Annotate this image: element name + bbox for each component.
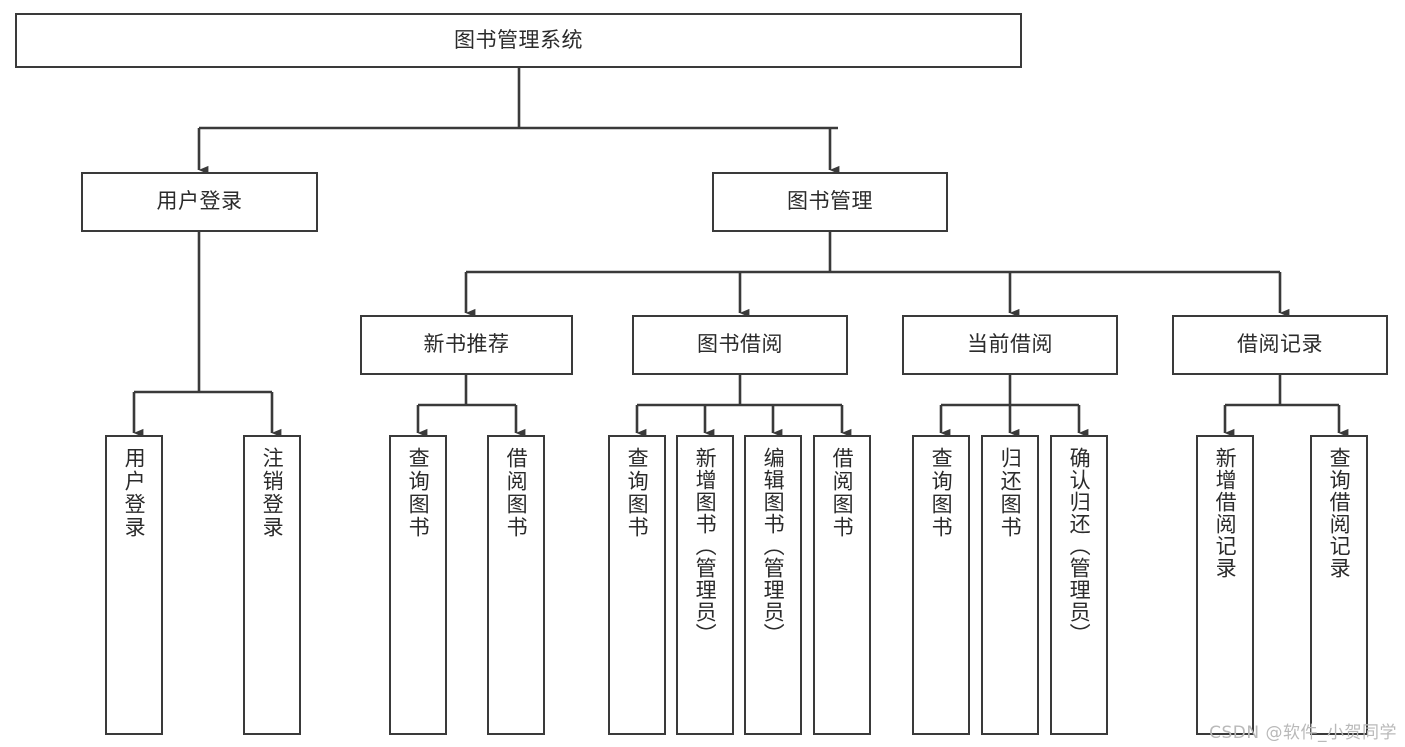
leaf-logout-login[interactable]: 注销登录 xyxy=(243,435,301,735)
node-label: 图书管理 xyxy=(787,189,873,214)
node-label: 借阅记录 xyxy=(1237,332,1323,357)
node-label: 注销登录 xyxy=(260,447,285,539)
node-label: 借阅图书 xyxy=(830,447,855,539)
node-current-borrow[interactable]: 当前借阅 xyxy=(902,315,1118,375)
node-label: 查询图书 xyxy=(625,447,650,539)
node-label: 查询图书 xyxy=(929,447,954,539)
leaf-add-record[interactable]: 新增借阅记录 xyxy=(1196,435,1254,735)
leaf-query-book-2[interactable]: 查询图书 xyxy=(608,435,666,735)
leaf-confirm-return[interactable]: 确认归还（管理员） xyxy=(1050,435,1108,735)
node-label: 用户登录 xyxy=(156,189,243,214)
node-label: 新书推荐 xyxy=(423,332,510,357)
leaf-query-book-1[interactable]: 查询图书 xyxy=(389,435,447,735)
node-book-management[interactable]: 图书管理 xyxy=(712,172,948,232)
node-label: 图书借阅 xyxy=(697,332,783,357)
node-label: 查询图书 xyxy=(406,447,431,539)
node-user-login[interactable]: 用户登录 xyxy=(81,172,318,232)
node-label: 用户登录 xyxy=(122,447,147,539)
node-label: 新增借阅记录 xyxy=(1213,447,1238,579)
node-label: 当前借阅 xyxy=(967,332,1053,357)
leaf-borrow-book-2[interactable]: 借阅图书 xyxy=(813,435,871,735)
node-root-system[interactable]: 图书管理系统 xyxy=(15,13,1022,68)
node-label: 查询借阅记录 xyxy=(1327,447,1352,579)
node-label: 借阅图书 xyxy=(504,447,529,539)
leaf-borrow-book-1[interactable]: 借阅图书 xyxy=(487,435,545,735)
node-label: 确认归还（管理员） xyxy=(1067,447,1092,645)
leaf-query-record[interactable]: 查询借阅记录 xyxy=(1310,435,1368,735)
node-label: 新增图书（管理员） xyxy=(693,447,718,645)
node-borrow-record[interactable]: 借阅记录 xyxy=(1172,315,1388,375)
node-label: 归还图书 xyxy=(998,447,1023,539)
node-new-book-recommend[interactable]: 新书推荐 xyxy=(360,315,573,375)
leaf-return-book[interactable]: 归还图书 xyxy=(981,435,1039,735)
node-book-borrow[interactable]: 图书借阅 xyxy=(632,315,848,375)
leaf-user-login[interactable]: 用户登录 xyxy=(105,435,163,735)
leaf-edit-book[interactable]: 编辑图书（管理员） xyxy=(744,435,802,735)
node-label: 编辑图书（管理员） xyxy=(761,447,786,645)
leaf-add-book[interactable]: 新增图书（管理员） xyxy=(676,435,734,735)
leaf-query-book-3[interactable]: 查询图书 xyxy=(912,435,970,735)
node-label: 图书管理系统 xyxy=(454,27,583,52)
